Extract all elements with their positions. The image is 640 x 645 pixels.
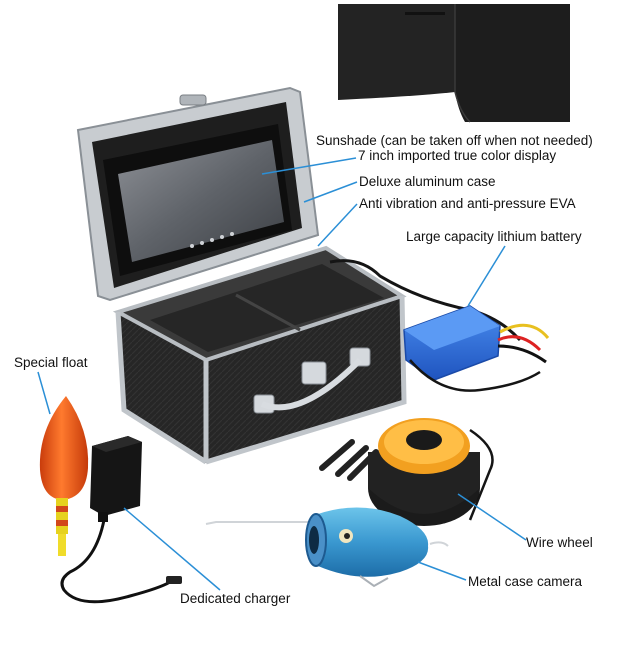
label-sunshade: Sunshade (can be taken off when not need… xyxy=(316,133,593,148)
display-monitor xyxy=(103,124,292,276)
label-battery: Large capacity lithium battery xyxy=(406,229,582,244)
lithium-battery xyxy=(403,305,550,392)
special-float xyxy=(39,396,89,556)
dedicated-charger xyxy=(60,436,182,604)
sunshade xyxy=(338,4,570,123)
callout-lines xyxy=(37,157,527,591)
label-camera: Metal case camera xyxy=(468,574,583,589)
case-base xyxy=(112,245,407,465)
metal-case-camera xyxy=(205,507,449,588)
label-wire-wheel: Wire wheel xyxy=(526,535,593,550)
label-case: Deluxe aluminum case xyxy=(359,174,496,189)
label-eva: Anti vibration and anti-pressure EVA xyxy=(359,196,576,211)
main-cable xyxy=(329,259,522,342)
label-float: Special float xyxy=(14,355,88,370)
label-display: 7 inch imported true color display xyxy=(358,148,557,163)
label-charger: Dedicated charger xyxy=(180,591,291,606)
